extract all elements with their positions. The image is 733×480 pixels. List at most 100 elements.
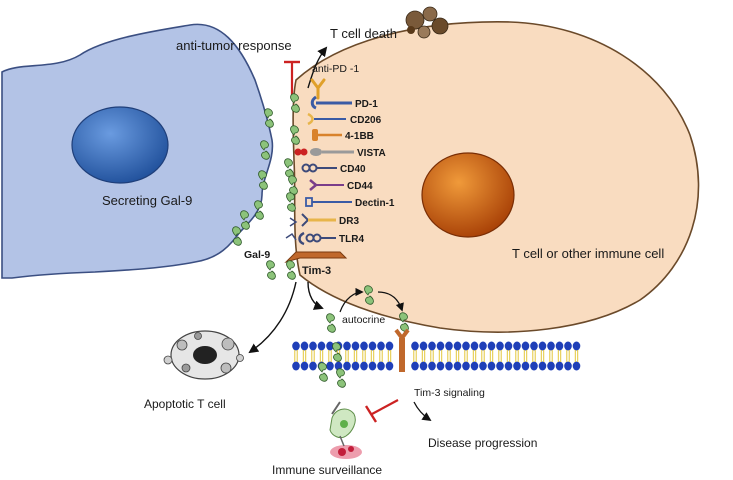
lipid-head	[445, 361, 453, 371]
anti-pd1-antibody	[310, 78, 326, 100]
lipid-head	[521, 341, 530, 351]
lipid-head	[343, 361, 351, 371]
label-pd1: PD-1	[355, 99, 378, 110]
receptor-tlr4: TLR4	[285, 231, 364, 246]
lipid-head	[419, 361, 428, 371]
lipid-head	[572, 341, 581, 351]
lipid-head	[538, 361, 547, 371]
membrane-bilayer	[292, 341, 581, 371]
immune-surveillance-icon	[329, 401, 362, 459]
lipid-head	[487, 341, 496, 351]
receptor-cd44: CD44	[288, 175, 373, 195]
lipid-head	[317, 341, 326, 351]
receptor-cd206: CD206	[307, 112, 382, 126]
lipid-head	[292, 361, 300, 371]
apoptotic-cell-icon	[163, 330, 244, 380]
lipid-head	[360, 341, 368, 351]
label-dr3: DR3	[339, 216, 359, 227]
lipid-head	[411, 361, 419, 371]
lipid-head	[470, 361, 479, 371]
lipid-head	[504, 361, 513, 371]
label-tlr4: TLR4	[339, 234, 364, 245]
lipid-head	[445, 341, 453, 351]
receptor-cd40: CD40	[284, 158, 366, 178]
lipid-head	[368, 341, 377, 351]
lipid-head	[530, 361, 538, 371]
lipid-head	[555, 341, 564, 351]
inhibit-bar-surveillance	[364, 405, 378, 423]
lipid-head	[530, 341, 538, 351]
label-41bb: 4-1BB	[345, 131, 374, 142]
label-dectin1: Dectin-1	[355, 198, 395, 209]
t-cell: T cell or other immune cell	[292, 21, 700, 333]
receptor-column: PD-1 CD206 4-1BB VISTA CD	[284, 93, 395, 246]
lipid-head	[572, 361, 581, 371]
lipid-head	[436, 361, 445, 371]
tim3-label: Tim-3	[302, 265, 331, 277]
autocrine-loop	[326, 285, 409, 333]
lipid-head	[547, 341, 555, 351]
lipid-head	[300, 341, 309, 351]
secreting-nucleus	[71, 106, 169, 184]
receptor-dectin1: Dectin-1	[286, 192, 395, 212]
t-cell-death-label: T cell death	[330, 26, 397, 41]
lipid-head	[309, 341, 317, 351]
dead-cell-icon	[405, 6, 449, 39]
lipid-head	[479, 361, 487, 371]
lipid-head	[351, 341, 360, 351]
lipid-head	[453, 361, 462, 371]
lipid-head	[360, 361, 368, 371]
secreting-cell: Secreting Gal-9	[1, 23, 274, 279]
lipid-head	[334, 361, 343, 371]
lipid-head	[309, 361, 317, 371]
lipid-head	[453, 341, 462, 351]
lipid-head	[513, 341, 521, 351]
lipid-head	[428, 361, 436, 371]
arrow-to-autocrine	[307, 281, 324, 310]
tim3-receptor	[284, 251, 348, 280]
lipid-head	[470, 341, 479, 351]
arrow-to-progression	[413, 401, 432, 422]
lipid-head	[496, 361, 504, 371]
lipid-head	[538, 341, 547, 351]
lipid-head	[326, 341, 334, 351]
secreting-label: Secreting Gal-9	[102, 193, 192, 208]
label-vista: VISTA	[357, 148, 386, 159]
lipid-head	[496, 341, 504, 351]
tim3-membrane-receptor	[394, 328, 410, 372]
lipid-head	[436, 341, 445, 351]
receptor-pd1: PD-1	[290, 93, 378, 113]
autocrine-label: autocrine	[342, 314, 385, 326]
lipid-head	[487, 361, 496, 371]
lipid-head	[555, 361, 564, 371]
lipid-head	[564, 361, 572, 371]
lipid-head	[513, 361, 521, 371]
lipid-head	[504, 341, 513, 351]
lipid-head	[428, 341, 436, 351]
receptor-dr3: DR3	[289, 213, 359, 227]
lipid-head	[385, 361, 394, 371]
disease-progression-label: Disease progression	[428, 436, 537, 450]
lipid-head	[479, 341, 487, 351]
lipid-head	[326, 361, 334, 371]
apoptotic-label: Apoptotic T cell	[144, 397, 226, 411]
immune-surveillance-label: Immune surveillance	[272, 463, 382, 477]
t-cell-nucleus	[421, 152, 515, 238]
anti-tumor-label: anti-tumor response	[176, 38, 292, 53]
anti-pd1-label: anti-PD -1	[312, 63, 359, 75]
label-cd40: CD40	[340, 164, 366, 175]
lipid-head	[377, 341, 385, 351]
lipid-head	[351, 361, 360, 371]
arrow-to-death	[307, 46, 328, 89]
label-cd44: CD44	[347, 181, 373, 192]
lipid-head	[462, 361, 470, 371]
lipid-head	[300, 361, 309, 371]
inhibit-line-surveillance	[371, 399, 399, 415]
t-cell-label: T cell or other immune cell	[512, 246, 664, 261]
lipid-head	[521, 361, 530, 371]
lipid-head	[343, 341, 351, 351]
arrow-to-apoptotic	[248, 281, 297, 354]
tim3-signaling-label: Tim-3 signaling	[414, 387, 485, 399]
lipid-head	[547, 361, 555, 371]
